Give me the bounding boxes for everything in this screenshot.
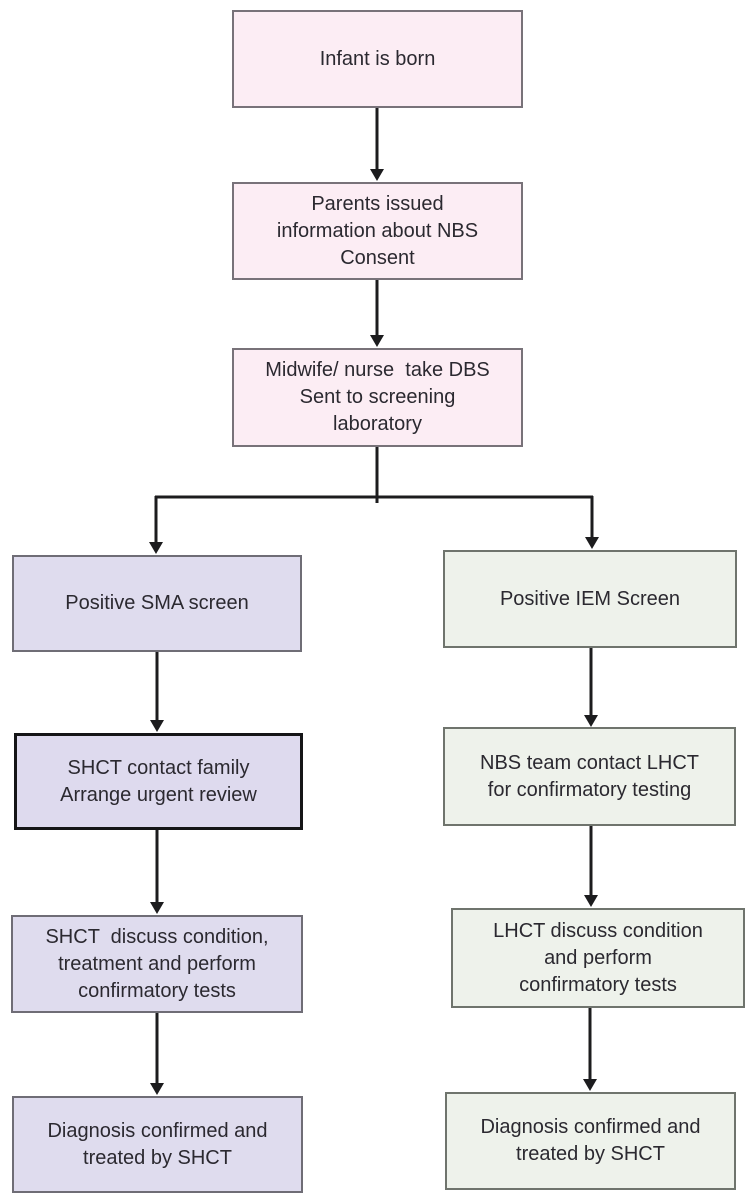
- node-label: Positive SMA screen: [65, 592, 249, 614]
- node-iem-diagnosis-confirmed: Diagnosis confirmed and treated by SHCT: [445, 1092, 736, 1190]
- arrow-split-to-sma: [149, 496, 163, 554]
- node-label: Parents issued information about NBS Con…: [276, 192, 479, 269]
- node-label: LHCT discuss condition and perform confi…: [493, 919, 703, 996]
- node-label: Positive IEM Screen: [499, 587, 681, 610]
- node-positive-iem-screen: Positive IEM Screen: [443, 550, 737, 648]
- node-infant-is-born: Infant is born: [232, 10, 523, 108]
- node-label: Diagnosis confirmed and treated by SHCT: [480, 1116, 701, 1165]
- node-positive-sma-screen: Positive SMA screen: [12, 555, 302, 652]
- arrow-shct-contact-to-discuss: [150, 830, 164, 914]
- node-sma-diagnosis-confirmed: Diagnosis confirmed and treated by SHCT: [12, 1096, 303, 1193]
- node-shct-contact-family: SHCT contact family Arrange urgent revie…: [14, 733, 303, 830]
- arrow-lhct-discuss-to-diagnosis: [583, 1008, 597, 1091]
- node-label: SHCT discuss condition, treatment and pe…: [45, 925, 269, 1002]
- node-parents-issued-nbs-info: Parents issued information about NBS Con…: [232, 182, 523, 280]
- arrow-parents-to-midwife: [370, 280, 384, 347]
- arrow-iem-to-nbs-contact: [584, 648, 598, 727]
- arrow-sma-to-shct-contact: [150, 652, 164, 732]
- node-label: SHCT contact family Arrange urgent revie…: [60, 756, 257, 806]
- node-label: Midwife/ nurse take DBS Sent to screenin…: [265, 359, 490, 435]
- arrow-born-to-parents: [370, 108, 384, 181]
- node-lhct-discuss-condition: LHCT discuss condition and perform confi…: [451, 908, 745, 1008]
- node-label: NBS team contact LHCT for confirmatory t…: [480, 751, 699, 801]
- arrow-shct-discuss-to-diagnosis: [150, 1013, 164, 1095]
- arrow-nbs-contact-to-lhct-discuss: [584, 826, 598, 907]
- node-shct-discuss-condition: SHCT discuss condition, treatment and pe…: [11, 915, 303, 1013]
- connector-branch-split: [155, 447, 593, 503]
- arrow-split-to-iem: [585, 496, 599, 549]
- node-label: Infant is born: [319, 47, 436, 70]
- node-label: Diagnosis confirmed and treated by SHCT: [47, 1119, 268, 1169]
- node-midwife-take-dbs: Midwife/ nurse take DBS Sent to screenin…: [232, 348, 523, 447]
- node-nbs-team-contact-lhct: NBS team contact LHCT for confirmatory t…: [443, 727, 736, 826]
